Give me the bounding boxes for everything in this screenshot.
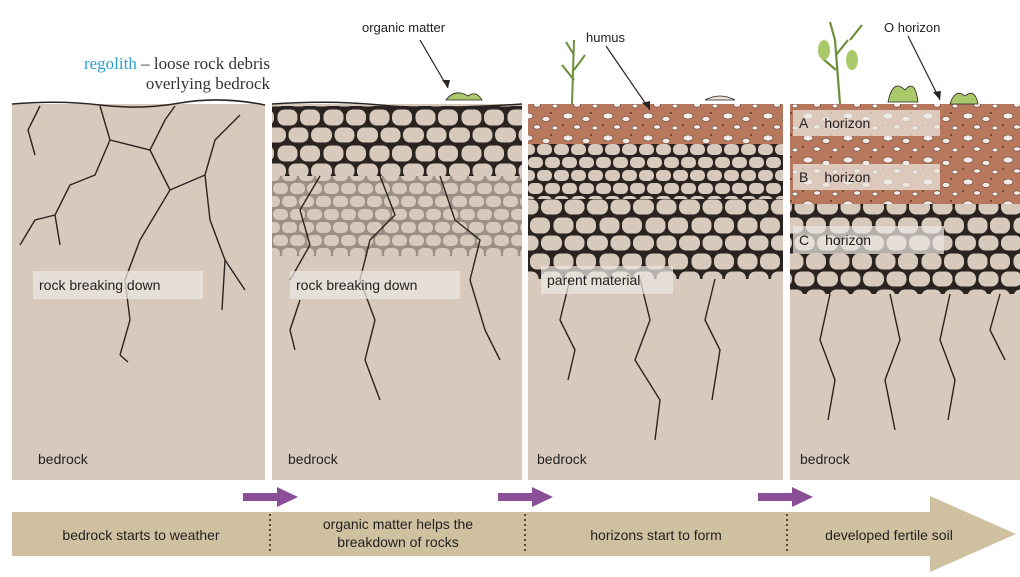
- regolith-definition-line2: overlying bedrock: [146, 74, 270, 93]
- organic-matter-label: organic matter: [362, 20, 445, 35]
- stage-3-label: horizons start to form: [527, 526, 785, 544]
- stage-1-line1: bedrock starts to weather: [62, 527, 219, 543]
- stage-3-line1: horizons start to form: [590, 527, 722, 543]
- stage-2-line1: organic matter helps the: [323, 516, 473, 532]
- b-horizon-word: horizon: [824, 169, 870, 185]
- o-horizon-label: O horizon: [884, 20, 940, 35]
- panel-4-bedrock-label: bedrock: [800, 451, 850, 467]
- b-horizon-label: B horizon: [793, 164, 940, 190]
- a-horizon-word: horizon: [824, 115, 870, 131]
- progress-arrow-2: [498, 487, 553, 507]
- stage-2-label: organic matter helps the breakdown of ro…: [272, 515, 524, 551]
- panel-1-bedrock-label: bedrock: [38, 451, 88, 467]
- stage-4-line1: developed fertile soil: [825, 527, 953, 543]
- panel-3-middle-label: parent material: [541, 266, 673, 294]
- stage-4-label: developed fertile soil: [789, 526, 989, 544]
- panel-3-bedrock-label: bedrock: [537, 451, 587, 467]
- c-horizon-letter: C: [799, 232, 809, 248]
- regolith-definition-line1: – loose rock debris: [137, 54, 270, 73]
- humus-pointer: [606, 46, 650, 110]
- stage-1-label: bedrock starts to weather: [14, 526, 268, 544]
- progress-arrow-1: [243, 487, 298, 507]
- regolith-definition: regolith – loose rock debris overlying b…: [40, 54, 270, 94]
- humus-label: humus: [586, 30, 625, 45]
- panel-2-bedrock-label: bedrock: [288, 451, 338, 467]
- panel-3-rock: [528, 40, 783, 480]
- a-horizon-label: A horizon: [793, 110, 940, 136]
- a-horizon-letter: A: [799, 115, 808, 131]
- panel-2-middle-label: rock breaking down: [290, 271, 460, 299]
- panel-1-middle-label: rock breaking down: [33, 271, 203, 299]
- stage-2-line2: breakdown of rocks: [337, 534, 458, 550]
- regolith-term: regolith: [84, 54, 137, 73]
- c-horizon-label: C horizon: [793, 226, 944, 254]
- b-horizon-letter: B: [799, 169, 808, 185]
- c-horizon-word: horizon: [825, 232, 871, 248]
- progress-arrow-3: [758, 487, 813, 507]
